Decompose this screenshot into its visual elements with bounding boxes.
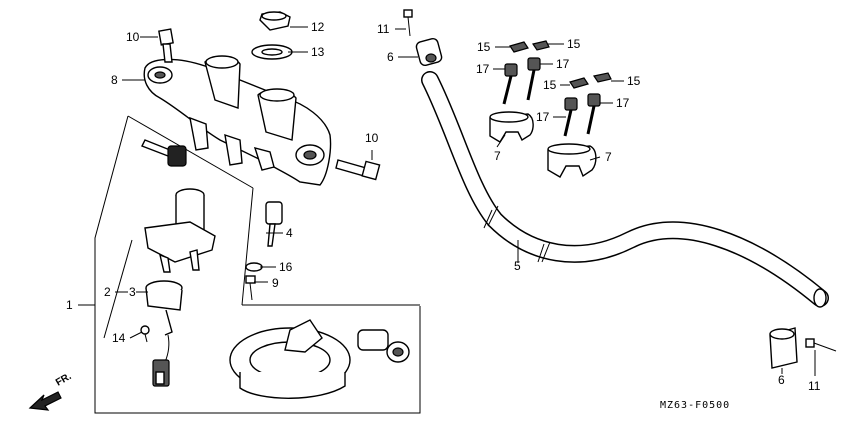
screw-small — [140, 325, 150, 343]
callout-6-bottom: 6 — [778, 373, 785, 387]
callout-labels: 10 8 12 13 10 4 16 9 1 2 3 14 11 6 7 7 5… — [66, 20, 821, 393]
callout-16: 16 — [279, 260, 293, 274]
callout-4: 4 — [286, 226, 293, 240]
callout-7-upper: 7 — [494, 149, 501, 163]
callout-12: 12 — [311, 20, 325, 34]
callout-9: 9 — [272, 276, 279, 290]
bar-end-screw-left — [403, 9, 413, 37]
key-blank — [265, 201, 283, 247]
bolt-9 — [245, 275, 256, 301]
callout-8: 8 — [111, 73, 118, 87]
callout-15-b: 15 — [567, 37, 581, 51]
bolt-right — [335, 159, 381, 181]
callout-15-d: 15 — [627, 74, 641, 88]
callout-10-right: 10 — [365, 131, 379, 145]
handlebar — [421, 71, 829, 308]
leader-lines — [78, 26, 816, 376]
callout-3: 3 — [129, 285, 136, 299]
callout-11-top: 11 — [377, 22, 390, 36]
cap — [509, 40, 612, 89]
switch-case — [145, 280, 183, 336]
callout-17-c: 17 — [536, 110, 550, 124]
washer-16 — [245, 262, 263, 272]
handlebar-holder-lower — [547, 143, 597, 178]
callout-17-d: 17 — [616, 96, 630, 110]
bar-end-weight-right — [769, 327, 798, 369]
front-direction-arrow-icon — [28, 391, 62, 411]
handlebar-holder-upper — [489, 111, 534, 143]
front-direction-label: FR. — [54, 371, 74, 389]
bar-end-screw-right — [805, 338, 837, 352]
holder-bolts — [502, 57, 601, 137]
top-bridge — [143, 55, 332, 186]
callout-17-a: 17 — [476, 62, 490, 76]
bolt-top-left — [158, 28, 174, 63]
washer — [251, 44, 293, 60]
callout-11-bottom: 11 — [808, 379, 821, 393]
bar-end-weight-left — [415, 37, 443, 67]
callout-1: 1 — [66, 298, 73, 312]
callout-5: 5 — [514, 259, 521, 273]
wire-harness — [152, 334, 170, 387]
diagram-code: MZ63-F0500 — [660, 400, 730, 411]
callout-2: 2 — [104, 285, 111, 299]
top-nut — [259, 11, 291, 31]
callout-7-lower: 7 — [605, 150, 612, 164]
callout-15-a: 15 — [477, 40, 491, 54]
ignition-assembly-frame — [94, 115, 421, 414]
fuel-cap — [229, 319, 351, 399]
callout-10-top: 10 — [126, 30, 140, 44]
callout-14: 14 — [112, 331, 126, 345]
callout-6-top: 6 — [387, 50, 394, 64]
callout-15-c: 15 — [543, 78, 557, 92]
callout-17-b: 17 — [556, 57, 570, 71]
callout-13: 13 — [311, 45, 325, 59]
ignition-key — [141, 139, 187, 167]
lock-cylinder — [357, 329, 410, 363]
ignition-switch — [144, 188, 216, 273]
